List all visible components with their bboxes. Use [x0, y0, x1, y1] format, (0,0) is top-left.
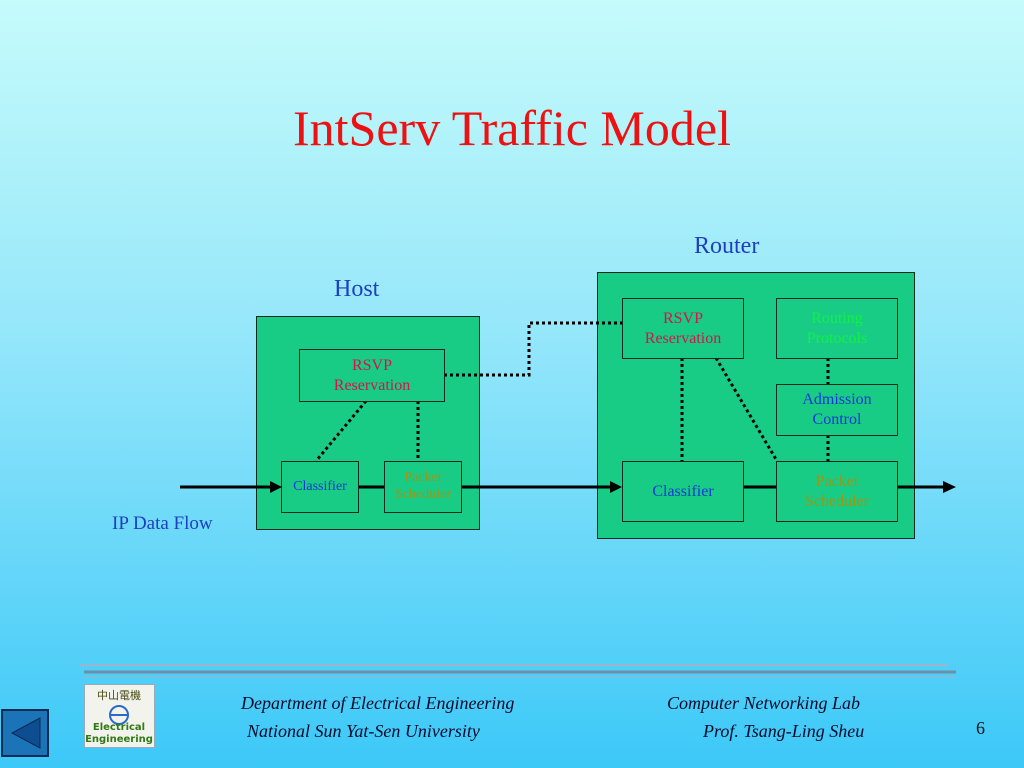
router-rsvp-box: RSVP Reservation: [622, 298, 744, 359]
host-scheduler-line2: Scheduler: [395, 487, 451, 502]
department-logo: 中山電機 Electrical Engineering: [84, 684, 155, 748]
host-rsvp-box: RSVP Reservation: [299, 349, 445, 402]
admission-control-box: Admission Control: [776, 384, 898, 436]
rsvp-signaling-link: [444, 321, 622, 377]
logo-line3: Engineering: [85, 734, 153, 745]
slide-title: IntServ Traffic Model: [293, 100, 731, 156]
footer-dept-line1: Department of Electrical Engineering: [241, 693, 515, 713]
host-scheduler-box: Packet Scheduler: [384, 461, 462, 513]
flow-arrowhead-1: [270, 481, 282, 493]
footer-dept-line2: National Sun Yat-Sen University: [247, 721, 480, 741]
host-label: Host: [334, 276, 380, 302]
logo-chinese: 中山電機: [97, 688, 141, 702]
router-rsvp-scheduler-link: [714, 357, 779, 462]
footer-lab-line1: Computer Networking Lab: [667, 693, 861, 713]
router-classifier-box: Classifier: [622, 461, 744, 522]
host-scheduler-line1: Packet: [404, 470, 442, 486]
host-rsvp-line2: Reservation: [333, 376, 411, 394]
ip-data-flow-label: IP Data Flow: [112, 513, 213, 534]
host-rsvp-line1: RSVP: [351, 356, 393, 374]
page-number: 6: [976, 718, 985, 738]
routing-line2: Protocols: [806, 329, 868, 347]
router-classifier-text: Classifier: [652, 482, 714, 500]
routing-protocols-box: Routing Protocols: [776, 298, 898, 359]
flow-arrowhead-2: [610, 481, 622, 493]
footer-lab-line2: Prof. Tsang-Ling Sheu: [703, 721, 865, 741]
router-label: Router: [694, 233, 760, 259]
logo-line2: Electrical: [93, 722, 145, 733]
host-classifier-box: Classifier: [281, 461, 359, 513]
router-scheduler-line2: Scheduler: [805, 492, 869, 510]
admission-line1: Admission: [802, 391, 872, 408]
flow-arrowhead-3: [943, 481, 956, 493]
back-arrow-icon[interactable]: [0, 708, 51, 758]
router-scheduler-line1: Packet: [815, 472, 859, 490]
admission-line2: Control: [812, 411, 862, 428]
host-rsvp-classifier-link: [314, 400, 368, 462]
routing-line1: Routing: [811, 309, 863, 327]
router-scheduler-box: Packet Scheduler: [776, 461, 898, 522]
router-rsvp-line2: Reservation: [644, 329, 722, 347]
router-rsvp-line1: RSVP: [662, 309, 704, 327]
host-classifier-text: Classifier: [293, 479, 347, 495]
